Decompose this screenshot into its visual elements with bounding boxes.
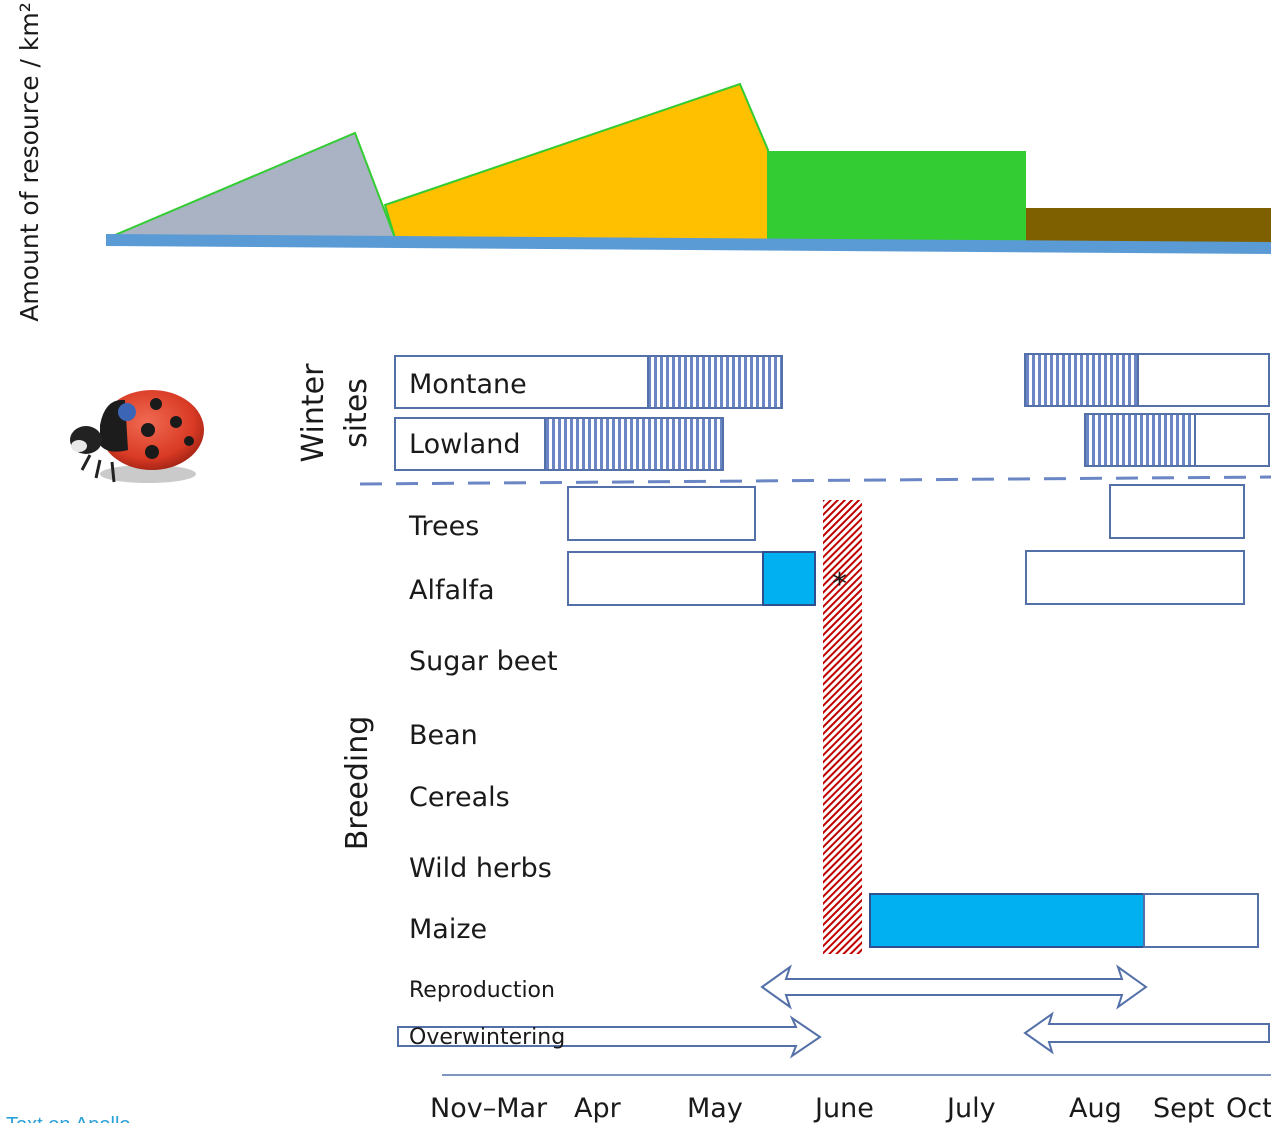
habitat-label-trees: Trees — [408, 511, 479, 542]
overwintering-arrow-late — [1023, 1011, 1270, 1055]
resource-area-gray — [107, 131, 397, 239]
breeding-label: Breeding — [340, 716, 375, 851]
lowland-bar-late — [1194, 413, 1270, 467]
phase-label-reproduction: Reproduction — [409, 978, 555, 1003]
trees-bar-late — [1109, 484, 1245, 539]
resource-area-green — [768, 151, 1026, 241]
red-hatched-band — [823, 500, 862, 954]
month-label-july: July — [945, 1093, 996, 1123]
phase-label-overwintering: Overwintering — [409, 1025, 565, 1050]
month-label-nov-mar: Nov–Mar — [430, 1093, 548, 1123]
lowland-hatched-bar-early — [544, 417, 724, 471]
alfalfa-bar-early — [567, 551, 764, 606]
alfalfa-active-bar — [762, 551, 816, 606]
habitat-label-wild-herbs: Wild herbs — [409, 853, 552, 884]
maize-bar-late — [1143, 893, 1259, 948]
reproduction-arrow — [760, 964, 1148, 1010]
montane-bar-late — [1137, 353, 1270, 407]
montane-label-box — [394, 355, 649, 409]
maize-active-bar — [869, 893, 1145, 948]
winter-sites-label-line1: Winter — [296, 363, 331, 463]
winter-sites-label-line2: sites — [339, 378, 374, 448]
winter-breeding-separator — [359, 475, 1271, 486]
habitat-label-bean: Bean — [409, 720, 478, 751]
month-label-oct: Oct — [1226, 1093, 1271, 1123]
montane-hatched-bar-late — [1024, 353, 1139, 407]
resource-area-brown — [1026, 208, 1271, 243]
montane-hatched-bar-early — [647, 355, 783, 409]
trees-bar-early — [567, 486, 756, 541]
y-axis-label: Amount of resource / km² — [15, 2, 44, 322]
asterisk-marker: * — [832, 567, 847, 602]
habitat-label-alfalfa: Alfalfa — [409, 575, 495, 606]
ladybird-image — [70, 390, 204, 483]
month-label-june: June — [813, 1093, 874, 1123]
habitat-label-sugar-beet: Sugar beet — [409, 646, 558, 677]
lowland-hatched-bar-late — [1084, 413, 1196, 467]
resource-baseline — [106, 234, 1271, 254]
footer-link-text[interactable]: Text on Apollo — [6, 1114, 131, 1123]
alfalfa-bar-late — [1025, 550, 1245, 605]
month-label-aug: Aug — [1069, 1093, 1122, 1123]
habitat-label-montane: Montane — [409, 369, 527, 400]
month-label-may: May — [687, 1093, 743, 1123]
overwintering-arrow-early — [397, 1015, 822, 1059]
resource-area-orange — [383, 82, 769, 242]
month-label-apr: Apr — [574, 1093, 622, 1123]
month-label-sept: Sept — [1153, 1093, 1214, 1123]
habitat-label-cereals: Cereals — [409, 782, 510, 813]
habitat-label-maize: Maize — [409, 914, 487, 945]
habitat-label-lowland: Lowland — [409, 429, 520, 460]
